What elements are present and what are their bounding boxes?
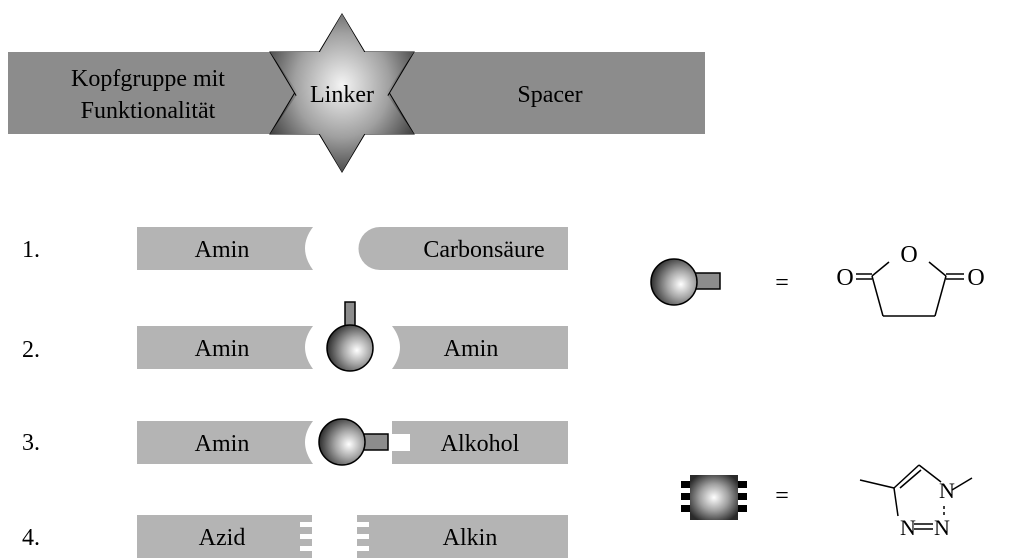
piece-label-left: Amin [195,431,250,457]
row-2: 2. Amin Amin [22,301,568,372]
piece-label-right: Carbonsäure [423,237,544,263]
equals-sign: = [775,483,789,509]
piece-label-left: Azid [199,525,246,551]
piece-label-right: Amin [444,336,499,362]
atom-n-1: N [939,478,955,503]
carboxylic-acid-piece [358,227,568,270]
row-3: 3. Amin Alkohol [22,418,568,466]
anhydride-linker-icon [326,301,374,372]
piece-label-left: Amin [195,237,250,263]
atom-o-left: O [836,265,853,291]
triazole-structure [859,464,973,530]
anhydride-linker-icon [318,418,389,466]
atom-o-right: O [967,265,984,291]
legend-anhydride: = O O O [650,242,985,317]
triazole-symbol-icon [681,475,747,520]
azide-piece [137,515,312,558]
piece-label-left: Amin [195,336,250,362]
alcohol-piece [392,421,568,464]
atom-o-ring: O [900,242,917,268]
amine-piece-right [392,326,568,369]
alkyne-piece [357,515,568,558]
spacer-label: Spacer [517,82,582,108]
legend-triazole: = N N N [681,464,973,540]
anhydride-symbol-icon [650,258,698,306]
row-number: 2. [22,337,40,363]
row-number: 3. [22,430,40,456]
linker-label: Linker [310,82,374,108]
row-4: 4. Azid Alkin [22,515,568,558]
row-1: 1. Amin Carbonsäure [22,227,568,270]
succinic-anhydride-structure [856,261,964,317]
equals-sign: = [775,270,789,296]
amine-piece [137,227,313,270]
row-number: 1. [22,237,40,263]
amine-piece [137,421,313,464]
head-group-label-line2: Funktionalität [81,98,216,124]
amine-piece [137,326,313,369]
head-group-label-line1: Kopfgruppe mit [71,66,225,92]
atom-n-3: N [934,515,950,540]
linker-star [269,13,415,173]
piece-label-right: Alkin [443,525,498,551]
row-number: 4. [22,525,40,551]
atom-n-2: N [900,515,916,540]
piece-label-right: Alkohol [441,431,520,457]
